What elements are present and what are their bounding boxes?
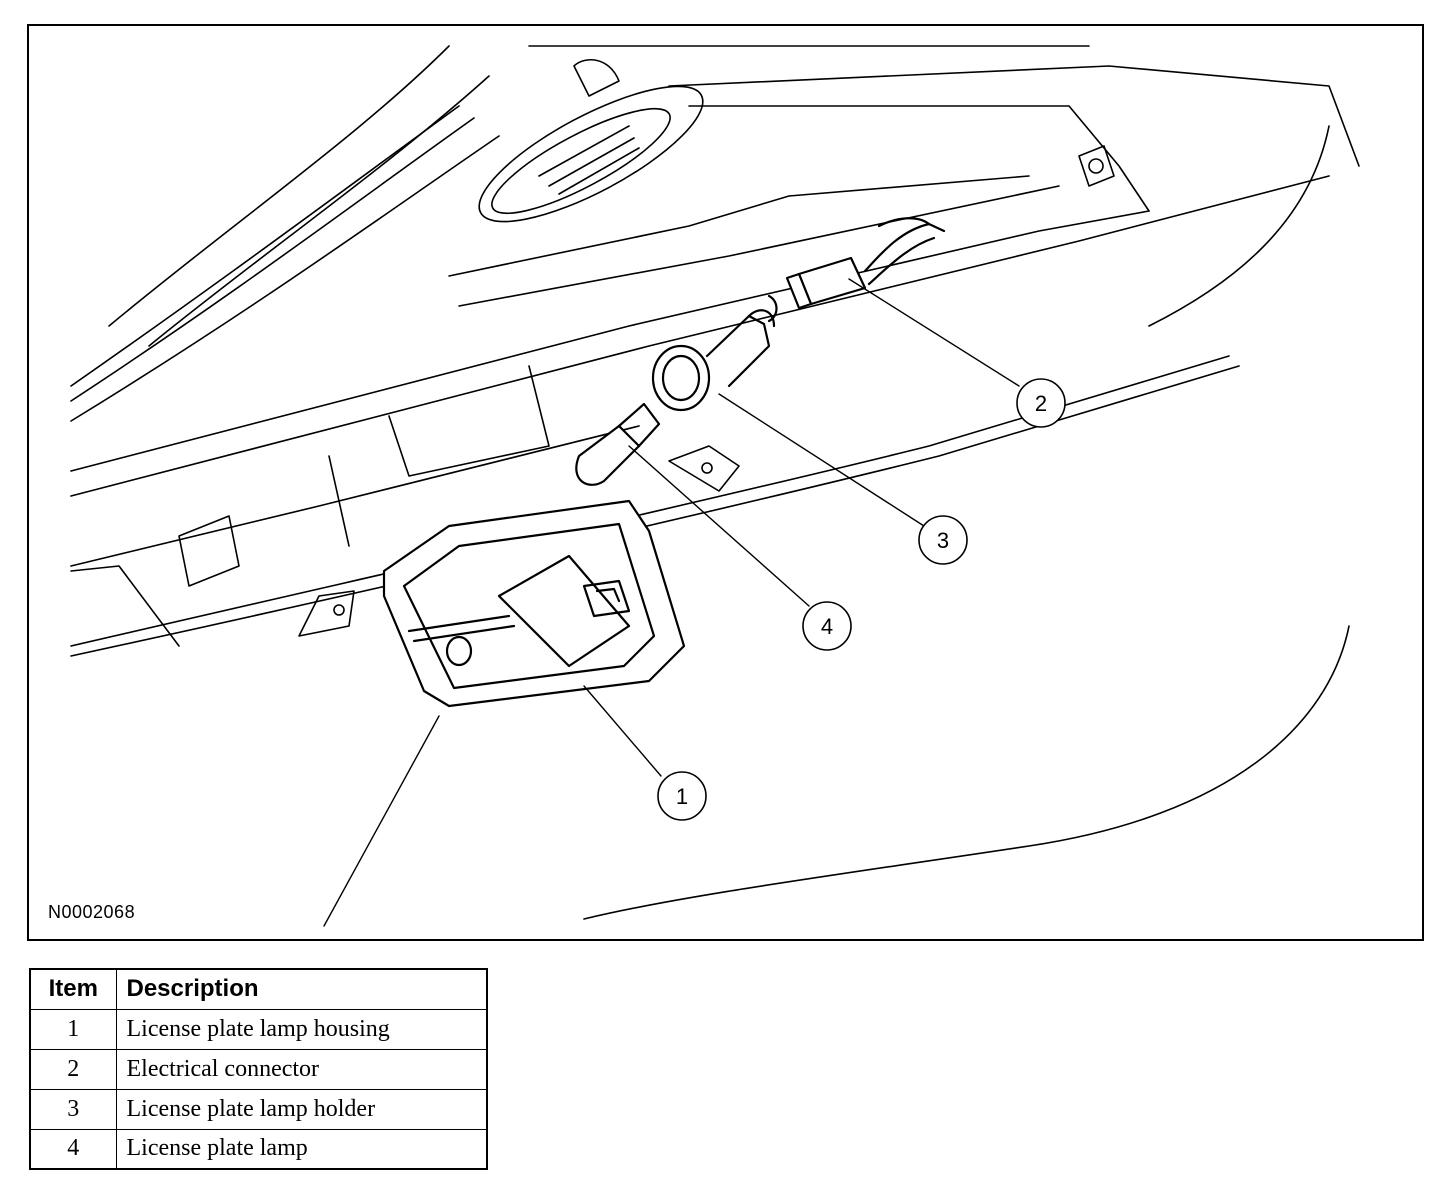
lamp-bulb-drawing xyxy=(575,402,661,486)
legend-item-number: 4 xyxy=(29,1128,117,1170)
high-mount-lamp xyxy=(478,59,704,223)
mounting-tabs xyxy=(298,145,1115,637)
legend-item-number: 1 xyxy=(29,1008,117,1050)
exploded-view-drawing: 2 3 4 1 xyxy=(70,45,1360,927)
svg-text:4: 4 xyxy=(821,614,833,639)
callout-2: 2 xyxy=(1016,378,1066,428)
legend-header-description: Description xyxy=(115,968,488,1010)
lamp-housing-drawing xyxy=(382,499,686,708)
legend-item-description: License plate lamp holder xyxy=(115,1088,488,1130)
table-row: 3 License plate lamp holder xyxy=(29,1088,488,1130)
svg-text:1: 1 xyxy=(676,784,688,809)
legend-item-description: License plate lamp housing xyxy=(115,1008,488,1050)
table-row: 2 Electrical connector xyxy=(29,1048,488,1090)
legend-header-item: Item xyxy=(29,968,117,1010)
legend-item-description: License plate lamp xyxy=(115,1128,488,1170)
legend-item-number: 3 xyxy=(29,1088,117,1130)
callout-3: 3 xyxy=(918,515,968,565)
callout-4: 4 xyxy=(802,601,852,651)
svg-text:3: 3 xyxy=(937,528,949,553)
electrical-connector-drawing xyxy=(767,217,946,323)
figure-id-label: N0002068 xyxy=(48,902,136,922)
legend-item-description: Electrical connector xyxy=(115,1048,488,1090)
svg-text:2: 2 xyxy=(1035,391,1047,416)
legend-item-number: 2 xyxy=(29,1048,117,1090)
table-row: 4 License plate lamp xyxy=(29,1128,488,1170)
lamp-holder-drawing xyxy=(651,309,776,412)
parts-legend-table: Item Description 1 License plate lamp ho… xyxy=(29,968,488,1170)
body-panel-lines xyxy=(70,45,1360,920)
diagram-frame: 2 3 4 1 N0002068 xyxy=(27,24,1424,941)
callout-1: 1 xyxy=(657,771,707,821)
legend-header-row: Item Description xyxy=(29,968,488,1010)
table-row: 1 License plate lamp housing xyxy=(29,1008,488,1050)
leader-lines xyxy=(323,278,1020,927)
